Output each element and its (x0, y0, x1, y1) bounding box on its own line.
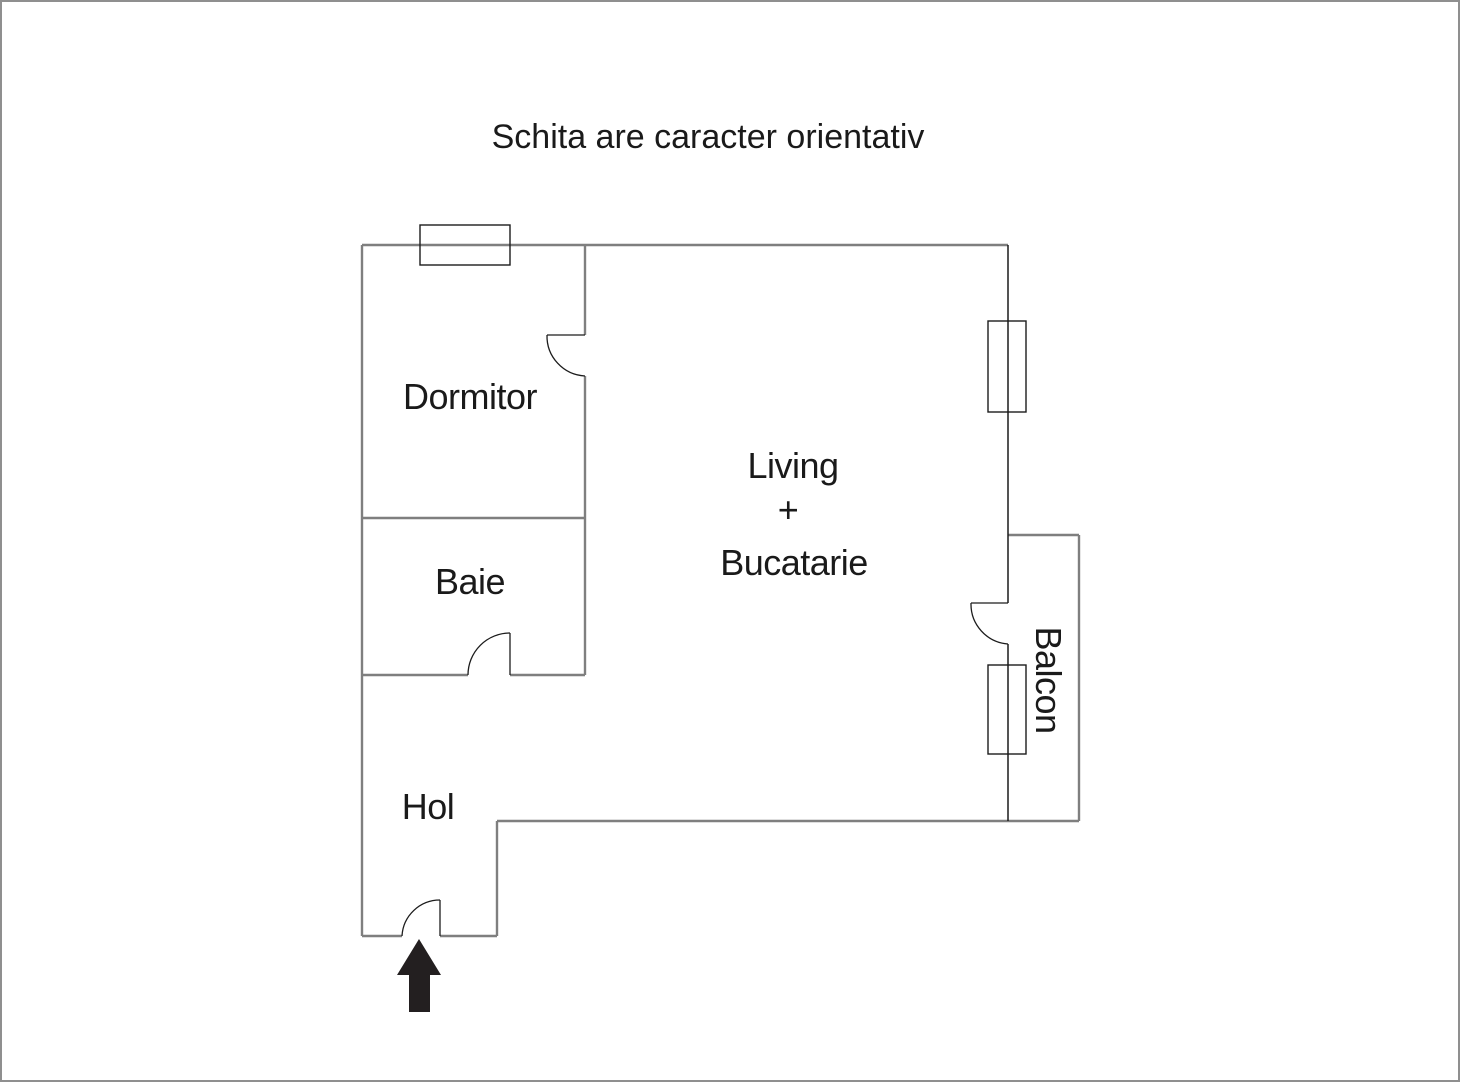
window-living-upper (987, 320, 1027, 413)
window-dormitor (419, 224, 511, 266)
door-baie-arc (467, 632, 511, 676)
room-label-baie: Baie (435, 561, 505, 602)
doors-layer (401, 334, 1009, 937)
room-label-living-line-1: Living (747, 445, 838, 486)
room-label-living-line-2: + (778, 489, 799, 530)
room-label-balcon: Balcon (1028, 626, 1069, 733)
entrance-arrow-icon (397, 939, 441, 1012)
arrow-layer (397, 939, 441, 1012)
room-label-hol: Hol (402, 786, 455, 827)
door-dormitor-arc (546, 334, 586, 377)
door-balcon-arc (970, 602, 1009, 645)
walls-layer (360, 243, 1081, 938)
plan-title: Schita are caracter orientativ (491, 118, 925, 156)
room-label-living-line-3: Bucatarie (720, 542, 868, 583)
door-entrance-arc (401, 899, 441, 937)
windows-layer (419, 224, 1027, 755)
window-living-lower (987, 664, 1027, 755)
room-label-dormitor: Dormitor (403, 376, 538, 417)
